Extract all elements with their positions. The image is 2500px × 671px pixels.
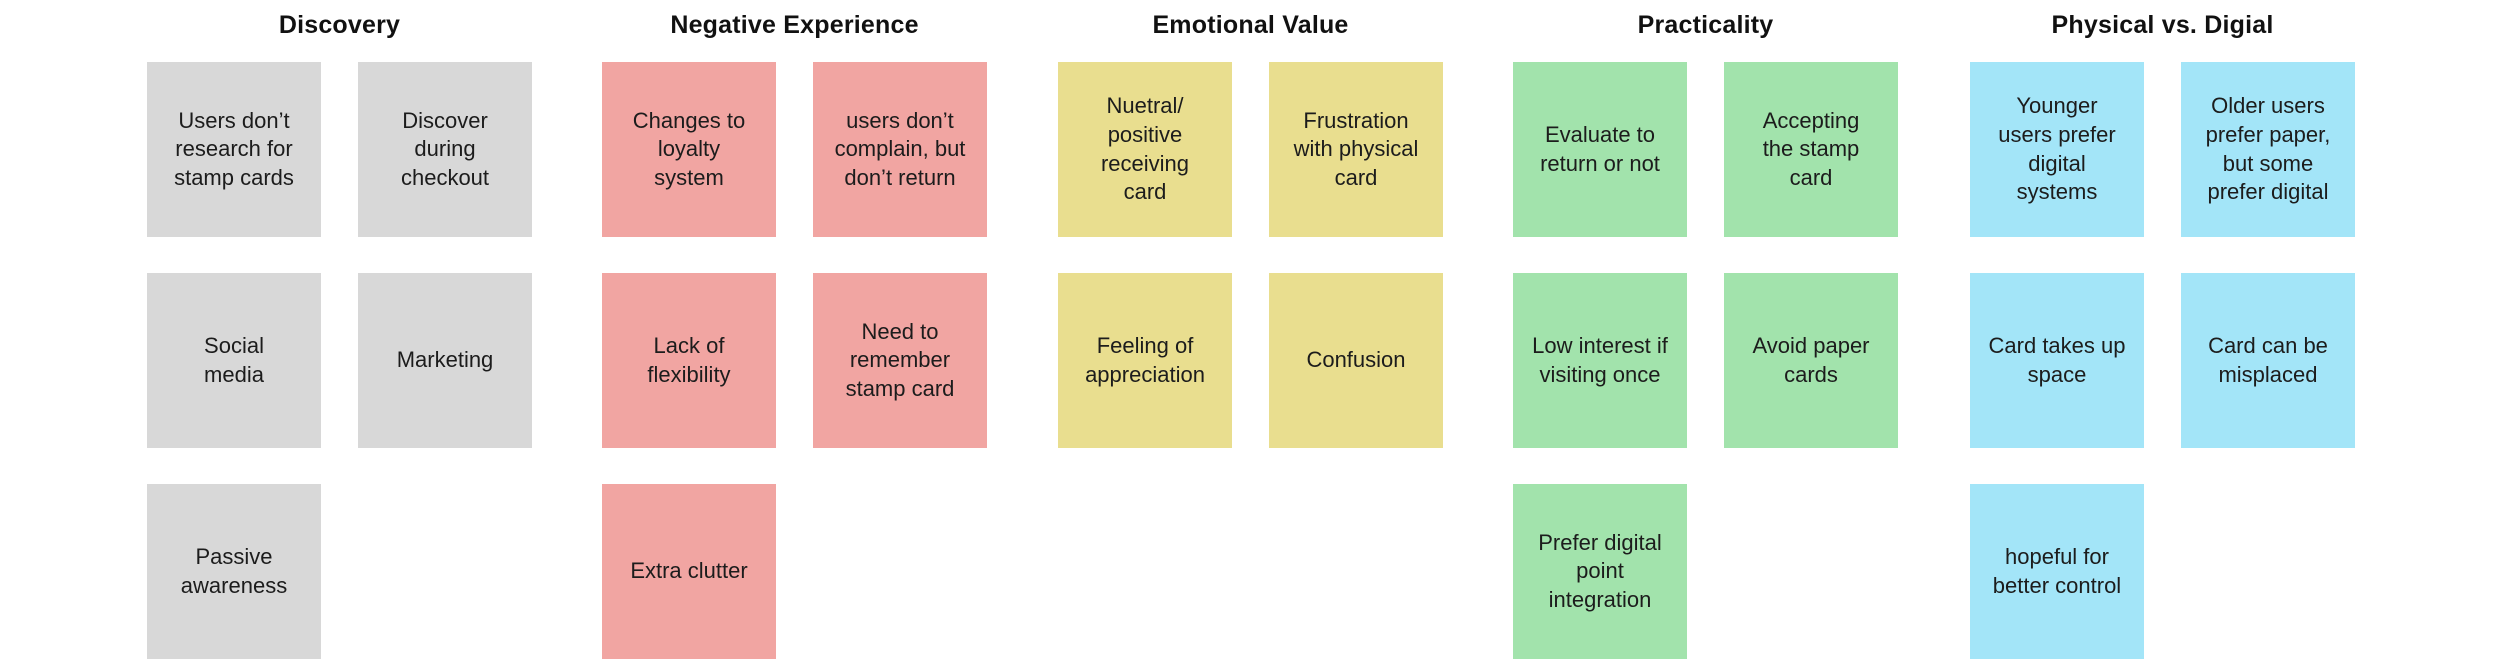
sticky-note[interactable]: Prefer digital point integration (1513, 484, 1687, 659)
column-title: Practicality (1637, 11, 1774, 39)
sticky-note[interactable]: Social media (147, 273, 321, 448)
column-group-emotional-value: Emotional Value Nuetral/ positive receiv… (1058, 0, 1443, 448)
column-group-physical-vs-digial: Physical vs. Digial Younger users prefer… (1970, 0, 2355, 659)
sticky-note[interactable]: Marketing (358, 273, 532, 448)
sticky-note[interactable]: Discover during checkout (358, 62, 532, 237)
sticky-note[interactable]: hopeful for better control (1970, 484, 2144, 659)
sticky-note[interactable]: Extra clutter (602, 484, 776, 659)
sticky-note[interactable]: Confusion (1269, 273, 1443, 448)
sticky-note[interactable]: Need to remember stamp card (813, 273, 987, 448)
column-title: Negative Experience (670, 11, 919, 39)
sticky-note[interactable]: Card can be misplaced (2181, 273, 2355, 448)
sticky-note[interactable]: Avoid paper cards (1724, 273, 1898, 448)
sticky-note[interactable]: Accepting the stamp card (1724, 62, 1898, 237)
sticky-note[interactable]: Changes to loyalty system (602, 62, 776, 237)
column-group-negative-experience: Negative Experience Changes to loyalty s… (602, 0, 987, 659)
sticky-note[interactable]: Users don’t research for stamp cards (147, 62, 321, 237)
sticky-note[interactable]: Evaluate to return or not (1513, 62, 1687, 237)
sticky-note[interactable]: Card takes up space (1970, 273, 2144, 448)
sticky-note[interactable]: Frustration with physical card (1269, 62, 1443, 237)
sticky-note[interactable]: users don’t complain, but don’t return (813, 62, 987, 237)
sticky-note[interactable]: Nuetral/ positive receiving card (1058, 62, 1232, 237)
sticky-note[interactable]: Younger users prefer digital systems (1970, 62, 2144, 237)
column-title: Emotional Value (1152, 11, 1349, 39)
sticky-note[interactable]: Low interest if visiting once (1513, 273, 1687, 448)
column-title: Physical vs. Digial (2051, 11, 2274, 39)
sticky-note[interactable]: Passive awareness (147, 484, 321, 659)
sticky-note[interactable]: Lack of flexibility (602, 273, 776, 448)
column-title: Discovery (278, 11, 401, 39)
sticky-note[interactable]: Feeling of appreciation (1058, 273, 1232, 448)
column-group-discovery: Discovery Users don’t research for stamp… (147, 0, 532, 659)
sticky-note[interactable]: Older users prefer paper, but some prefe… (2181, 62, 2355, 237)
